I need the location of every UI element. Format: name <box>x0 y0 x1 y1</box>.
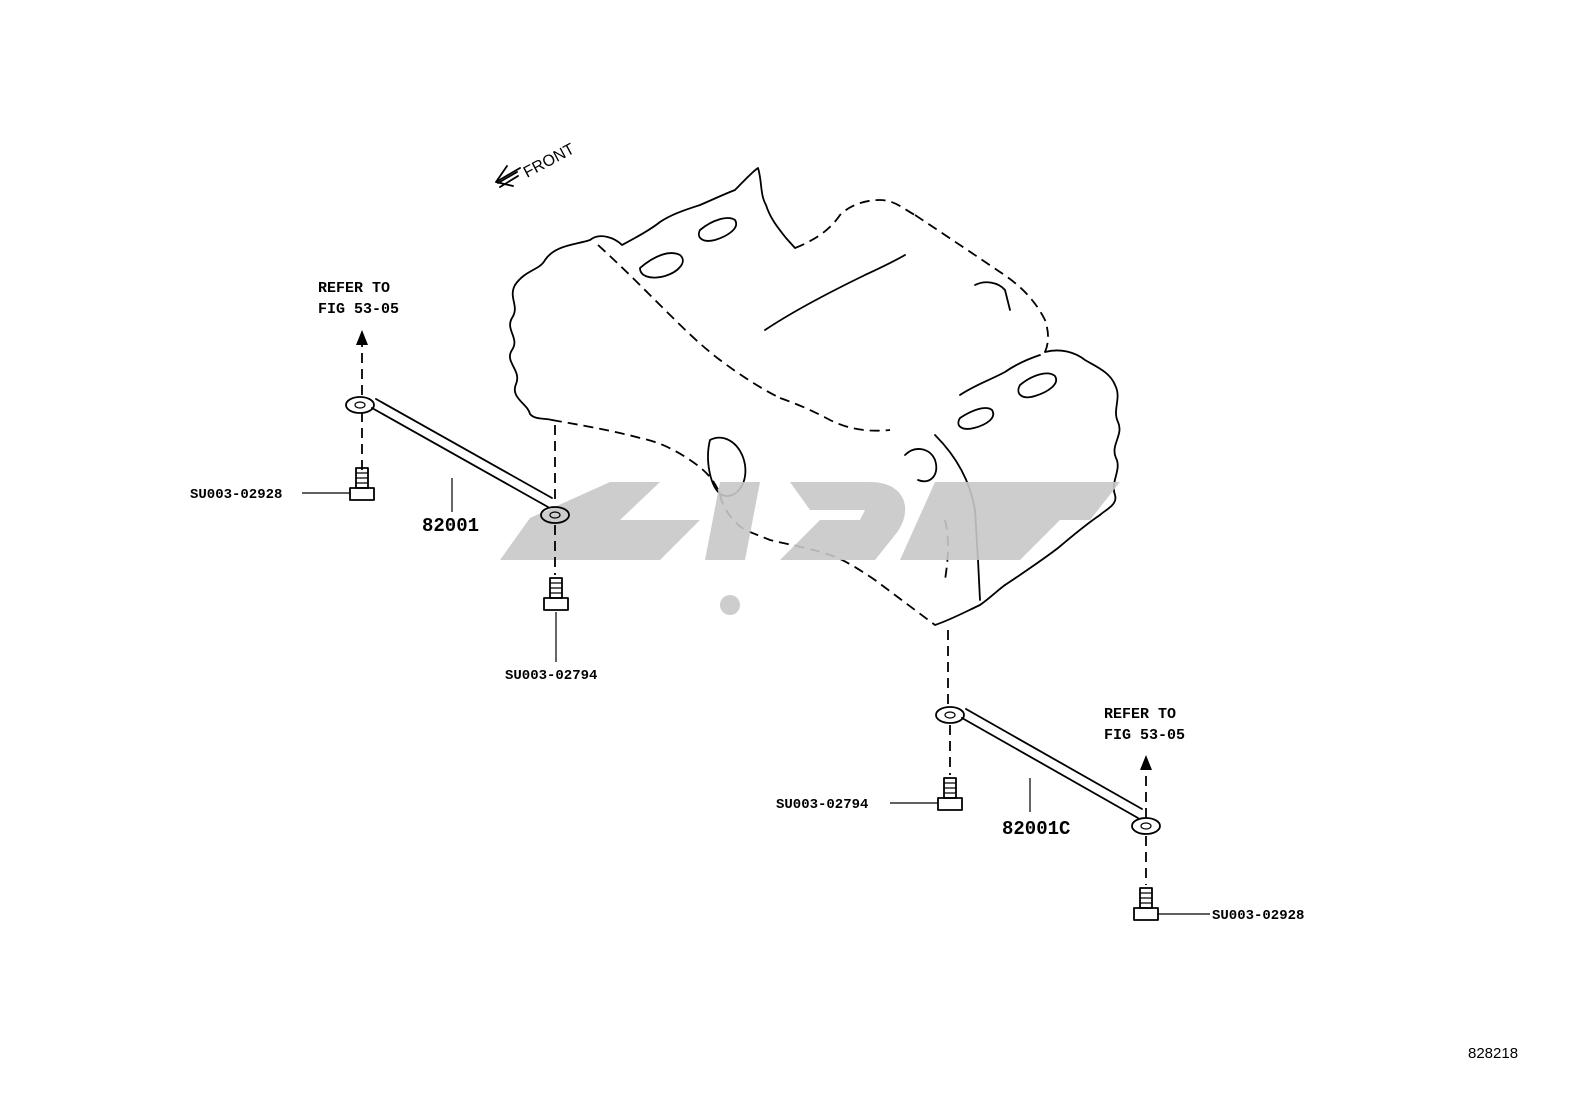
part-label-left-lower-bolt: SU003-02794 <box>505 668 597 684</box>
bolt-icon <box>1133 887 1159 921</box>
up-arrow-icon <box>1140 755 1152 770</box>
part-label-left-upper-bolt: SU003-02928 <box>190 487 282 503</box>
watermark-logo <box>500 482 1120 615</box>
up-arrow-icon <box>356 330 368 345</box>
bolt-icon <box>937 777 963 811</box>
rod-end-eye <box>540 506 570 524</box>
left-assembly <box>302 330 570 662</box>
engine-block <box>509 167 1121 626</box>
rod-end-eye <box>345 396 375 414</box>
part-label-right-lower-bolt: SU003-02928 <box>1212 908 1304 924</box>
refer-left-line2: FIG 53-05 <box>318 301 399 318</box>
refer-left-line1: REFER TO <box>318 280 390 297</box>
right-assembly <box>890 630 1210 921</box>
rod-end-eye <box>1131 817 1161 835</box>
part-label-right-rod: 82001C <box>1002 818 1070 840</box>
refer-right-line2: FIG 53-05 <box>1104 727 1185 744</box>
bolt-icon <box>543 577 569 611</box>
front-label: FRONT <box>521 141 578 182</box>
refer-right-line1: REFER TO <box>1104 706 1176 723</box>
part-label-left-rod: 82001 <box>422 515 479 537</box>
bolt-icon <box>349 467 375 501</box>
part-label-right-upper-bolt: SU003-02794 <box>776 797 868 813</box>
rod-end-eye <box>935 706 965 724</box>
figure-number: 828218 <box>1468 1045 1518 1062</box>
front-arrow-icon <box>495 165 521 188</box>
